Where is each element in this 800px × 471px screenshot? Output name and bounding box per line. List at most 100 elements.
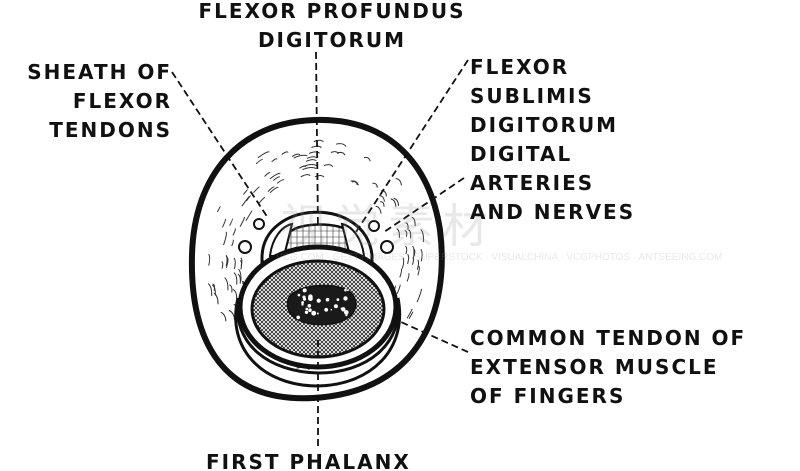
marrow-dot xyxy=(336,298,340,301)
marrow-dot xyxy=(344,288,347,292)
marrow-dot xyxy=(344,310,349,315)
tissue-squiggle xyxy=(269,186,279,194)
label-sheath-line-2: FLEXOR xyxy=(72,89,172,113)
label-common-tendon-line-1: COMMON TENDON OF xyxy=(470,326,747,350)
leader-flexor-sublimis xyxy=(355,59,469,233)
tissue-squiggle xyxy=(406,272,410,282)
tissue-squiggle xyxy=(406,308,413,319)
tissue-squiggle xyxy=(253,186,260,194)
watermark-latin: VCG.COM · GETTYIMAGES · SUPERSTOCK · VIS… xyxy=(276,252,723,263)
tissue-squiggle xyxy=(239,216,246,227)
tissue-squiggle xyxy=(404,230,408,237)
extensor-tendon xyxy=(234,297,402,388)
tissue-squiggle xyxy=(271,158,278,163)
tissue-squiggle xyxy=(233,272,238,285)
tissue-squiggle xyxy=(411,257,414,265)
tissue-squiggle xyxy=(300,174,311,178)
marrow-dot xyxy=(308,296,313,302)
tissue-squiggle xyxy=(420,249,423,262)
tissue-squiggle xyxy=(416,288,422,303)
label-flexor-sublimis-line-1: FLEXOR xyxy=(470,55,570,79)
label-flexor-sublimis: FLEXOR SUBLIMIS DIGITORUM xyxy=(470,53,618,140)
label-common-tendon-line-3: OF FINGERS xyxy=(470,384,626,408)
tissue-squiggle xyxy=(399,268,403,278)
tissue-squiggle xyxy=(208,253,211,266)
tissue-squiggle xyxy=(267,186,275,192)
tissue-squiggle xyxy=(258,196,266,205)
marrow-dot xyxy=(330,308,333,311)
tissue-squiggle xyxy=(401,257,405,269)
label-first-phalanx: FIRST PHALANX xyxy=(206,450,411,471)
phalanx-marrow xyxy=(286,284,357,326)
tissue-squiggle xyxy=(313,139,324,143)
flexor-sublimis-slip-right xyxy=(340,222,366,257)
tissue-squiggle xyxy=(375,205,382,214)
tissue-squiggle xyxy=(363,156,371,162)
tissue-squiggle xyxy=(207,283,213,297)
marrow-dot xyxy=(297,293,301,297)
tissue-squiggle xyxy=(293,154,308,159)
tissue-squiggle xyxy=(220,311,227,322)
marrow-dot xyxy=(308,308,312,313)
tissue-squiggle xyxy=(229,218,233,226)
label-digital-arteries-line-3: AND NERVES xyxy=(470,200,636,224)
tissue-squiggle xyxy=(233,257,236,269)
tissue-squiggle xyxy=(330,151,339,155)
flexor-sublimis-slip-left xyxy=(268,222,294,257)
tissue-squiggle xyxy=(232,288,238,299)
tissue-squiggle xyxy=(372,182,378,188)
label-digital-arteries-line-2: ARTERIES xyxy=(470,171,595,195)
marrow-dot xyxy=(324,307,329,312)
tissue-squiggle xyxy=(396,284,401,295)
tissue-squiggle xyxy=(213,292,219,305)
tissue-squiggle xyxy=(350,180,359,186)
tissue-squiggle xyxy=(281,151,289,155)
tissue-squiggle xyxy=(243,189,249,195)
marrow-dot xyxy=(302,297,307,301)
marrow-dot xyxy=(296,315,301,320)
tissue-squiggle xyxy=(302,167,317,171)
digital-nerve-right xyxy=(380,240,394,254)
tissue-squiggle xyxy=(216,205,221,213)
tissue-squiggle xyxy=(299,165,307,169)
tissue-squiggle xyxy=(396,228,400,238)
marrow-dot xyxy=(301,301,304,304)
tissue-squiggle xyxy=(412,245,415,259)
tissue-squiggle xyxy=(379,195,385,202)
tissue-squiggle xyxy=(231,239,234,247)
marrow-dot xyxy=(301,303,304,305)
marrow-dot xyxy=(304,310,309,314)
tissue-squiggle xyxy=(225,255,228,267)
label-flexor-profundus-line-2: DIGITORUM xyxy=(257,28,407,52)
watermark-cjk: 视觉素材 xyxy=(280,200,496,252)
tissue-squiggle xyxy=(408,311,414,319)
tissue-squiggle xyxy=(223,231,227,246)
marrow-dot xyxy=(347,289,349,292)
tissue-squiggle xyxy=(238,268,242,282)
label-sheath-line-1: SHEATH OF xyxy=(27,60,172,84)
tissue-squiggle xyxy=(323,164,334,168)
tissue-squiggle xyxy=(232,228,236,236)
tissue-squiggle xyxy=(405,222,409,230)
marrow-dot xyxy=(316,312,319,315)
tissue-squiggle xyxy=(416,259,420,270)
tissue-squiggle xyxy=(417,265,420,276)
leader-digital-arteries xyxy=(383,177,465,233)
tissue-squiggle xyxy=(269,172,281,180)
tissue-squiggle xyxy=(272,176,281,181)
digital-artery-left xyxy=(253,218,265,230)
marrow-dot xyxy=(305,307,309,311)
label-flexor-profundus-line-1: FLEXOR PROFUNDUS xyxy=(198,0,466,23)
tissue-squiggle xyxy=(411,216,416,227)
marrow-dot xyxy=(316,298,321,303)
label-sheath-line-3: TENDONS xyxy=(49,118,172,142)
tissue-squiggle xyxy=(405,245,408,255)
label-flexor-sublimis-line-3: DIGITORUM xyxy=(470,113,619,137)
marrow-texture xyxy=(296,288,349,320)
label-common-tendon-line-2: EXTENSOR MUSCLE xyxy=(470,355,719,379)
tissue-squiggle xyxy=(237,273,241,284)
tissue-squiggle xyxy=(276,179,285,184)
tissue-squiggle xyxy=(413,248,416,257)
